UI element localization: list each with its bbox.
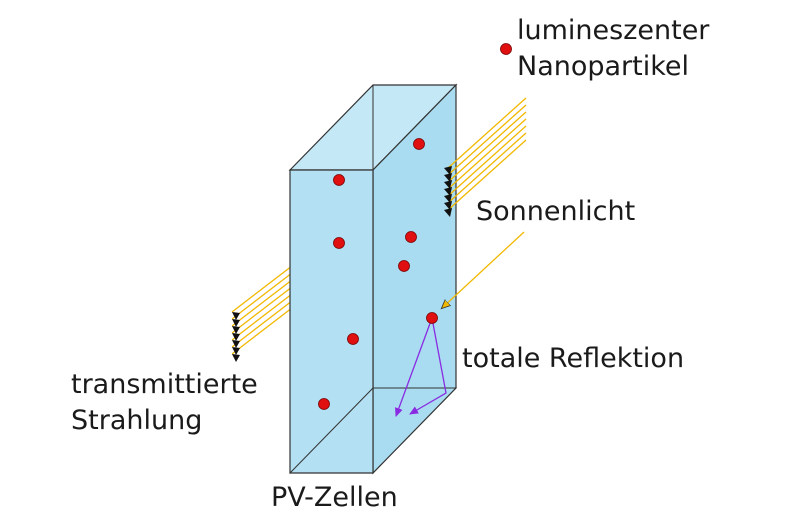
nanoparticle — [405, 231, 417, 243]
nanoparticle — [333, 237, 345, 249]
label-total-reflection: totale Reflektion — [462, 343, 685, 374]
nanoparticle — [413, 138, 425, 150]
nanoparticle — [347, 333, 359, 345]
slab-front-face — [289, 169, 374, 474]
slab-back-edge — [289, 387, 374, 474]
glass-slab — [288, 83, 458, 475]
nanoparticle — [398, 260, 410, 272]
sunlight-rays — [447, 97, 527, 211]
label-pv-cells: PV-Zellen — [271, 482, 398, 513]
label-transmitted-line1: transmittierte — [71, 369, 258, 400]
legend-nanoparticle — [500, 43, 512, 55]
label-transmitted-line2: Strahlung — [71, 405, 203, 436]
reflection-rays — [395, 317, 447, 417]
nanoparticle — [333, 174, 345, 186]
label-nanoparticles-line2: Nanopartikel — [517, 51, 690, 82]
label-sunlight: Sonnenlicht — [476, 196, 636, 227]
sunlight-ray-to-particle — [442, 231, 525, 308]
sunlight-arrowheads — [444, 166, 452, 217]
nanoparticle — [318, 398, 330, 410]
transmitted-radiation-arrowheads — [232, 312, 240, 362]
nanoparticle — [426, 312, 438, 324]
nanoparticles — [318, 138, 438, 410]
label-nanoparticles-line1: lumineszenter — [517, 15, 710, 46]
